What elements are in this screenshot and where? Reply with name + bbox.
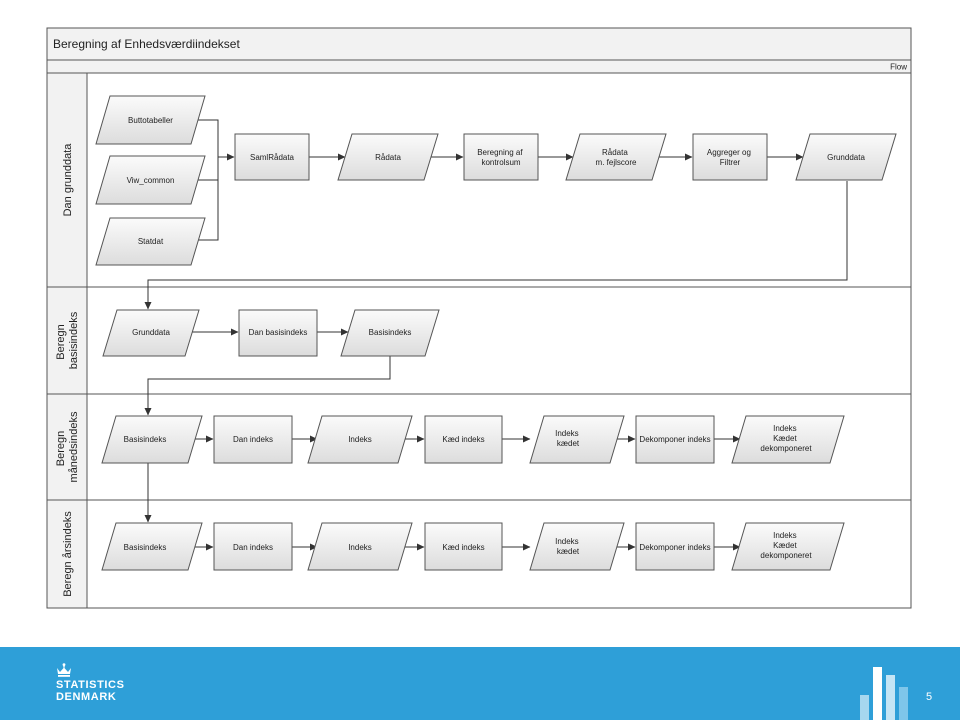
svg-text:Basisindeks: Basisindeks [124,435,167,444]
crown-icon [57,663,71,677]
bar-graphic-bar [873,667,882,720]
node-a-kaed-indeks: Kæd indeks [424,522,503,571]
node-radata-fejlscore: Rådata m. fejlscore [565,133,667,181]
node-a-dekomponer: Dekomponer indeks [635,522,715,571]
node-aggreger-filtrer: Aggreger og Filtrer [692,133,768,181]
bar-graphic-bar [886,675,895,720]
node-basisindeks-out: Basisindeks [340,309,440,357]
bar-graphic-bar [899,687,908,720]
bar-graphic-bar [860,695,869,720]
svg-text:Kæd indeks: Kæd indeks [442,435,484,444]
logo-line: DENMARK [56,691,117,703]
svg-text:Indeks kædet: Indeks kædet [555,429,581,448]
connectors [144,119,848,551]
svg-text:Dan basisindeks: Dan basisindeks [249,328,308,337]
lane-label-line: Dan grunddata [62,143,74,217]
node-a-indeks-kaedet: Indeks kædet [529,522,625,571]
node-samlradata: SamlRådata [234,133,310,181]
node-m-dekomponer: Dekomponer indeks [635,415,715,464]
svg-text:Basisindeks: Basisindeks [124,543,167,552]
lane-label-line: månedsindeks [68,411,80,482]
svg-text:Indeks kædet: Indeks kædet [555,537,581,556]
lane-label-beregn-maanedsindeks: Beregn månedsindeks [55,411,80,482]
node-viw-common: Viw_common [95,155,206,205]
node-m-dan-indeks: Dan indeks [213,415,293,464]
arrow-basisindeks-to-lane3 [144,356,391,416]
flow-label: Flow [890,63,907,72]
lane-label-beregn-basisindeks: Beregn basisindeks [55,311,80,369]
svg-text:Dan indeks: Dan indeks [233,543,273,552]
node-dan-basisindeks: Dan basisindeks [238,309,318,357]
node-grunddata-out: Grunddata [795,133,897,181]
page-number: 5 [926,691,933,703]
node-beregning-kontrolsum: Beregning af kontrolsum [463,133,539,181]
svg-text:Aggreger og Filtrer: Aggreger og Filtrer [707,148,753,167]
svg-text:Rådata m. fejlscore: Rådata m. fejlscore [596,148,637,167]
svg-text:Indeks Kædet d: Indeks Kædet dekomponeret [760,424,812,453]
svg-text:Basisindeks: Basisindeks [369,328,412,337]
svg-text:Buttotabeller: Buttotabeller [128,116,173,125]
bar-graphic [860,667,912,720]
svg-text:Indeks: Indeks [348,435,372,444]
node-a-basisindeks: Basisindeks [101,522,203,571]
connector-buttotabeller [193,119,219,157]
flow-diagram: Beregning af Enhedsværdiindekset Flow Da… [46,27,912,609]
diagram-title: Beregning af Enhedsværdiindekset [53,37,240,51]
arrow-grunddata-to-lane2 [144,181,848,310]
statistics-denmark-logo: STATISTICS DENMARK [56,663,125,703]
node-m-indeks: Indeks [307,415,413,464]
lane-beregn-basisindeks: Beregn basisindeks [46,286,912,395]
svg-text:Indeks: Indeks [348,543,372,552]
connector-statdat [193,157,219,241]
svg-text:Rådata: Rådata [375,153,401,162]
footer-bar: STATISTICS DENMARK 5 [0,647,960,720]
lane-label-beregn-aarsindeks: Beregn årsindeks [62,511,74,597]
svg-text:Dekomponer indeks: Dekomponer indeks [639,543,710,552]
node-m-kaed-indeks: Kæd indeks [424,415,503,464]
lane-label-line: Beregn årsindeks [62,511,74,597]
lane-label-line: Beregn [55,324,67,359]
lane-label-line: basisindeks [68,311,80,369]
svg-text:Viw_common: Viw_common [127,176,175,185]
lane-label-dan-grunddata: Dan grunddata [62,143,74,217]
node-m-result: Indeks Kædet dekomponeret [731,415,845,464]
node-radata: Rådata [337,133,439,181]
svg-text:SamlRådata: SamlRådata [250,153,295,162]
svg-text:Grunddata: Grunddata [132,328,170,337]
svg-text:Statdat: Statdat [138,237,164,246]
node-buttotabeller: Buttotabeller [95,95,206,145]
svg-text:Dekomponer indeks: Dekomponer indeks [639,435,710,444]
node-m-basisindeks: Basisindeks [101,415,203,464]
svg-text:Indeks Kædet d: Indeks Kædet dekomponeret [760,531,812,560]
nodes: Buttotabeller Viw_common Statdat SamlRåd… [95,95,897,571]
svg-text:Beregning af kontrolsu: Beregning af kontrolsum [477,148,525,167]
node-grunddata-in: Grunddata [102,309,200,357]
node-m-indeks-kaedet: Indeks kædet [529,415,625,464]
node-a-result: Indeks Kædet dekomponeret [731,522,845,571]
node-a-dan-indeks: Dan indeks [213,522,293,571]
node-statdat: Statdat [95,217,206,266]
svg-text:Kæd indeks: Kæd indeks [442,543,484,552]
svg-text:Grunddata: Grunddata [827,153,865,162]
lane-label-line: Beregn [55,431,67,466]
node-a-indeks: Indeks [307,522,413,571]
svg-text:Dan indeks: Dan indeks [233,435,273,444]
logo-line: STATISTICS [56,679,125,691]
